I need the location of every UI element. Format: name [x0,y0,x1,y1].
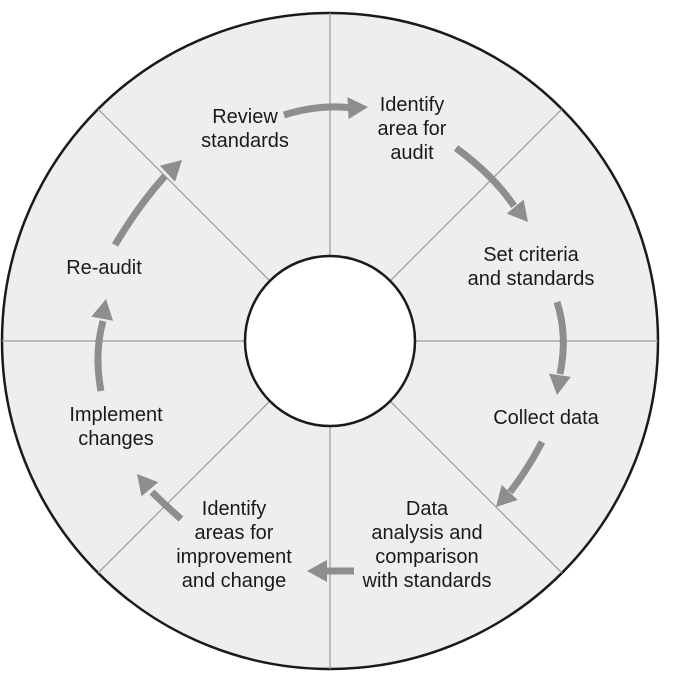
step-identify-improvement: Identify areas for improvement and chang… [176,498,292,592]
step-collect-data: Collect data [493,407,599,429]
arrowhead [549,373,571,395]
arrowhead [496,484,518,507]
arrowhead [347,97,368,120]
arrowhead [91,299,114,321]
cycle-arrow [111,173,168,247]
center-hub [243,254,417,428]
cycle-arrow [453,145,517,208]
step-data-analysis: Data analysis and comparison with standa… [362,498,492,592]
cycle-arrows [91,97,571,582]
segment-divider [97,400,271,574]
arrowhead [159,160,182,182]
cycle-arrow [282,103,353,119]
arrowhead [137,474,159,497]
step-identify-area: Identify area for audit [377,94,447,164]
step-review-standards: Review standards [201,106,289,152]
arrowhead [506,199,528,222]
segment-divider [389,108,563,282]
cycle-arrow [553,300,567,375]
step-re-audit: Re-audit [66,257,142,279]
step-set-criteria: Set criteria and standards [467,244,595,290]
segment-divider [389,400,563,574]
cycle-arrow [507,440,546,495]
segment-dividers [2,13,658,669]
cycle-arrow [149,489,184,522]
cycle-arrow [94,320,107,392]
step-implement-changes: Implement changes [69,404,163,450]
arrowhead [307,560,327,582]
segment-divider [97,108,271,282]
